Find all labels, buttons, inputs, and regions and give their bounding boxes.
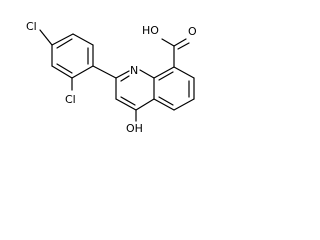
chemical-structure: Cl Cl N OH HO O xyxy=(26,20,197,135)
carboxyl-oh-label: HO xyxy=(142,24,159,37)
chlorine-para-label: Cl xyxy=(26,20,37,33)
chlorine-ortho-label: Cl xyxy=(65,93,76,106)
benzo-ring xyxy=(153,66,195,111)
nitrogen-label: N xyxy=(130,64,138,77)
pyridine-ring xyxy=(115,69,155,111)
carboxyl-group xyxy=(161,38,190,68)
bond-aryl-quinoline xyxy=(92,65,117,79)
dichlorophenyl-ring xyxy=(51,33,94,79)
hydroxyl-label: OH xyxy=(126,122,143,135)
carbonyl-oxygen-label: O xyxy=(188,25,197,38)
bond-cl-para xyxy=(39,29,53,46)
